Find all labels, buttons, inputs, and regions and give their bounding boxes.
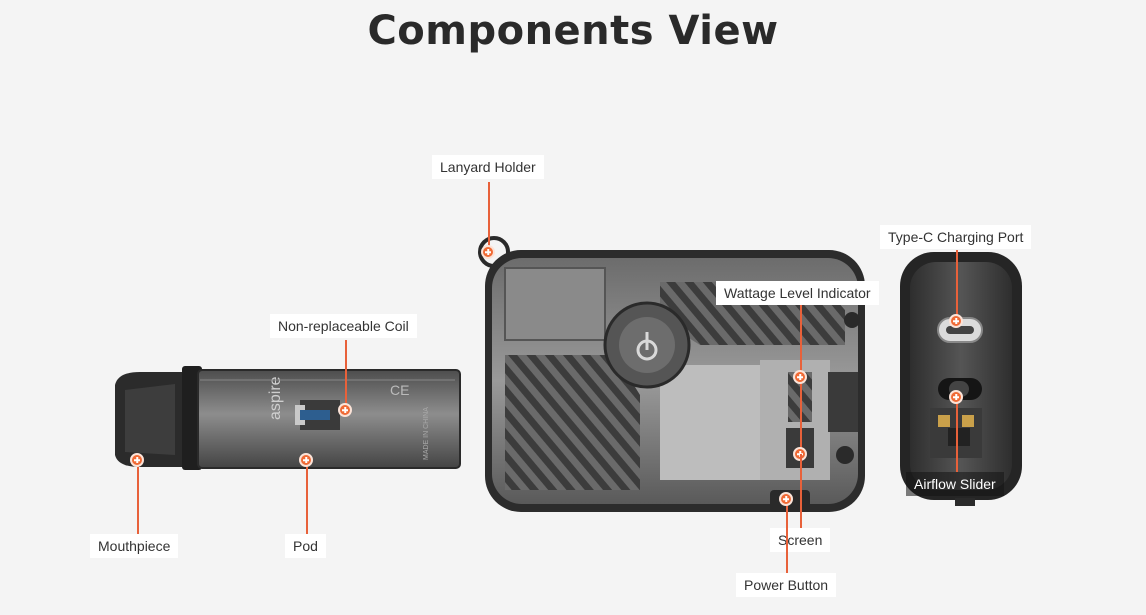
coil-label: Non-replaceable Coil — [270, 314, 417, 338]
pod-illustration: aspire CE MADE IN CHINA — [115, 366, 461, 470]
airflow-slider-hotspot[interactable] — [949, 390, 963, 404]
airflow-slider-label: Airflow Slider — [906, 472, 1004, 496]
airflow-slider-leader-line — [956, 398, 958, 472]
lanyard-holder-leader-line — [488, 182, 490, 252]
pod-ce-mark: CE — [390, 382, 409, 398]
wattage-indicator-label: Wattage Level Indicator — [716, 281, 879, 305]
screen-label: Screen — [770, 528, 831, 552]
type-c-port-label: Type-C Charging Port — [880, 225, 1032, 249]
mouthpiece-label: Mouthpiece — [90, 534, 179, 558]
screen-leader-line — [800, 454, 802, 528]
lanyard-holder-hotspot[interactable] — [481, 245, 495, 259]
coil-hotspot[interactable] — [338, 403, 352, 417]
page-title: Components View — [367, 8, 779, 54]
pod-made-in-text: MADE IN CHINA — [423, 407, 430, 460]
mouthpiece-leader-line — [137, 460, 139, 534]
power-button-leader-line — [786, 500, 788, 573]
coil-leader-line — [345, 340, 347, 410]
mouthpiece-hotspot[interactable] — [130, 453, 144, 467]
power-button-hotspot[interactable] — [779, 492, 793, 506]
pod-brand-text: aspire — [267, 376, 284, 420]
power-button-label: Power Button — [736, 573, 837, 597]
pod-hotspot[interactable] — [299, 453, 313, 467]
wattage-indicator-hotspot[interactable] — [793, 370, 807, 384]
type-c-port-hotspot[interactable] — [949, 314, 963, 328]
lanyard-holder-label: Lanyard Holder — [432, 155, 544, 179]
type-c-port-leader-line — [956, 250, 958, 320]
device-side-illustration — [900, 252, 1022, 506]
device-illustration — [478, 236, 865, 512]
pod-label: Pod — [285, 534, 326, 558]
pod-leader-line — [306, 460, 308, 534]
